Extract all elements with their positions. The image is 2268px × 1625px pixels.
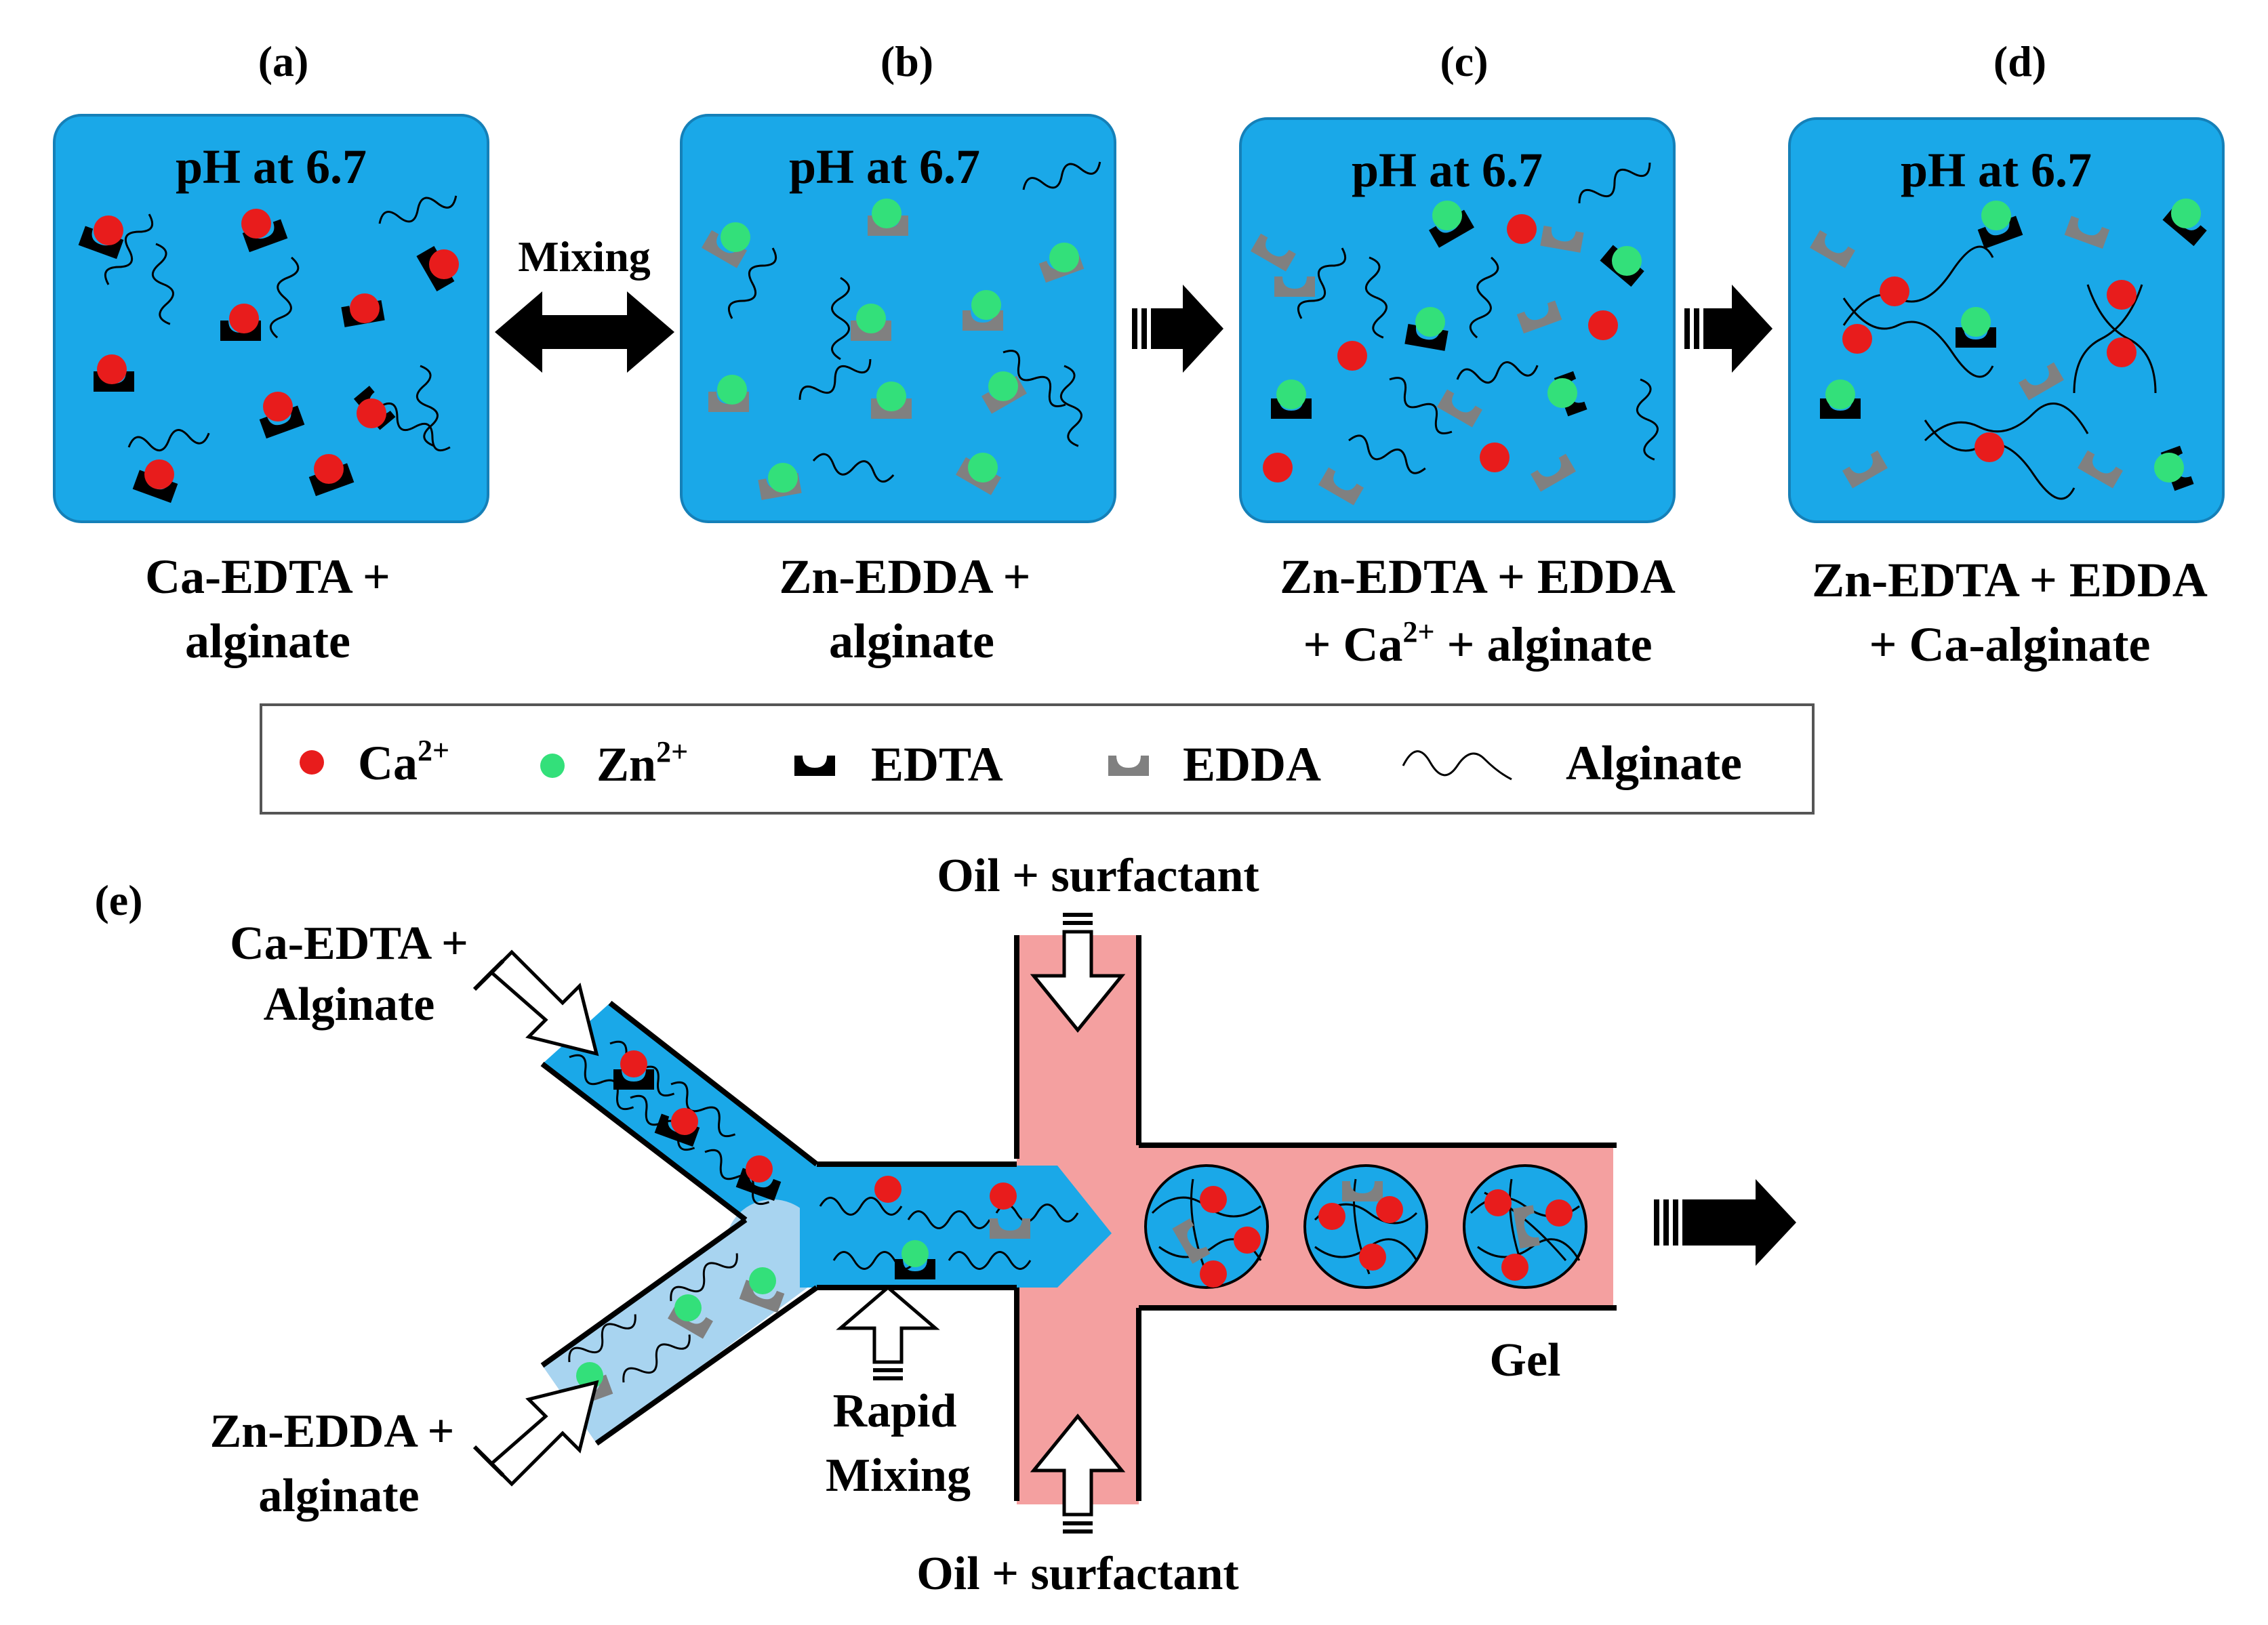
- panel-a-ph: pH at 6.7: [176, 140, 367, 194]
- oil-label-bottom: Oil + surfactant: [916, 1548, 1238, 1600]
- droplet-3: [1463, 1164, 1587, 1289]
- caption-c-line1: Zn-EDTA + EDDA: [1280, 550, 1676, 604]
- legend-zn-label: Zn2+: [596, 735, 688, 791]
- legend-edda-label: EDDA: [1183, 737, 1321, 791]
- droplet-1: [1144, 1164, 1269, 1289]
- panel-d-ca-alginate-gels: [1842, 245, 2157, 500]
- panel-b-ph: pH at 6.7: [789, 140, 980, 194]
- caption-b-line1: Zn-EDDA +: [779, 550, 1030, 604]
- arrow-c-to-d: [1684, 285, 1773, 373]
- legend-edta-label: EDTA: [871, 737, 1003, 791]
- double-arrow: [495, 291, 674, 373]
- inlet-arrow-top: [472, 949, 599, 1056]
- panel-a-ca-edta: [78, 209, 459, 503]
- panel-a: pH at 6.7: [53, 114, 489, 523]
- panel-label-c: (c): [1440, 37, 1488, 85]
- mixing-label: Mixing: [518, 232, 651, 281]
- inlet-bottom-line2: alginate: [258, 1470, 419, 1522]
- panel-label-e: (e): [94, 876, 142, 924]
- inlet-arrow-bottom: [472, 1380, 599, 1487]
- panel-d-ph: pH at 6.7: [1901, 143, 2092, 197]
- legend-ca-swatch: [300, 750, 324, 775]
- droplet-2: [1303, 1164, 1428, 1289]
- legend-alginate-swatch: [1402, 750, 1512, 781]
- legend-alginate-label: Alginate: [1566, 736, 1742, 790]
- rapid-mixing-line2: Mixing: [826, 1449, 971, 1502]
- legend-ca-label: Ca2+: [358, 734, 449, 790]
- panel-label-b: (b): [880, 37, 933, 85]
- caption-d-line1: Zn-EDTA + EDDA: [1812, 553, 2208, 607]
- caption-d-line2: + Ca-alginate: [1869, 617, 2151, 672]
- oil-arrow-top: [1030, 913, 1126, 1033]
- oil-arrow-bottom: [1030, 1414, 1126, 1534]
- caption-b-line2: alginate: [829, 614, 994, 668]
- microfluidic-device: [472, 913, 1796, 1534]
- panel-b-zn-edda: [702, 199, 1085, 500]
- oil-label-top: Oil + surfactant: [937, 850, 1259, 902]
- caption-c-line2: + Ca2+ + alginate: [1303, 615, 1652, 672]
- caption-a-line1: Ca-EDTA +: [145, 550, 390, 604]
- gel-label: Gel: [1490, 1334, 1561, 1386]
- mixing-channel: [800, 1166, 1112, 1288]
- output-arrow: [1654, 1179, 1796, 1266]
- arrow-b-to-c: [1132, 285, 1223, 373]
- legend: Ca2+ Zn2+ EDTA EDDA Alginate: [260, 703, 1815, 815]
- inlet-top-line1: Ca-EDTA +: [230, 918, 468, 970]
- panel-c-species: [1251, 201, 1644, 506]
- panel-c-ph: pH at 6.7: [1352, 143, 1543, 197]
- legend-zn-swatch: [540, 754, 565, 778]
- panel-d: pH at 6.7: [1788, 117, 2225, 523]
- panel-label-a: (a): [258, 37, 309, 85]
- panel-d-species: [1810, 199, 2207, 491]
- inlet-top-line2: Alginate: [264, 979, 435, 1031]
- panel-b: pH at 6.7: [680, 114, 1116, 523]
- panel-c: pH at 6.7: [1239, 117, 1676, 523]
- panel-label-d: (d): [1993, 37, 2046, 85]
- rapid-mixing-arrow: [836, 1285, 940, 1380]
- inlet-bottom-line1: Zn-EDDA +: [210, 1405, 455, 1458]
- caption-a-line2: alginate: [185, 614, 350, 668]
- rapid-mixing-line1: Rapid: [833, 1385, 957, 1437]
